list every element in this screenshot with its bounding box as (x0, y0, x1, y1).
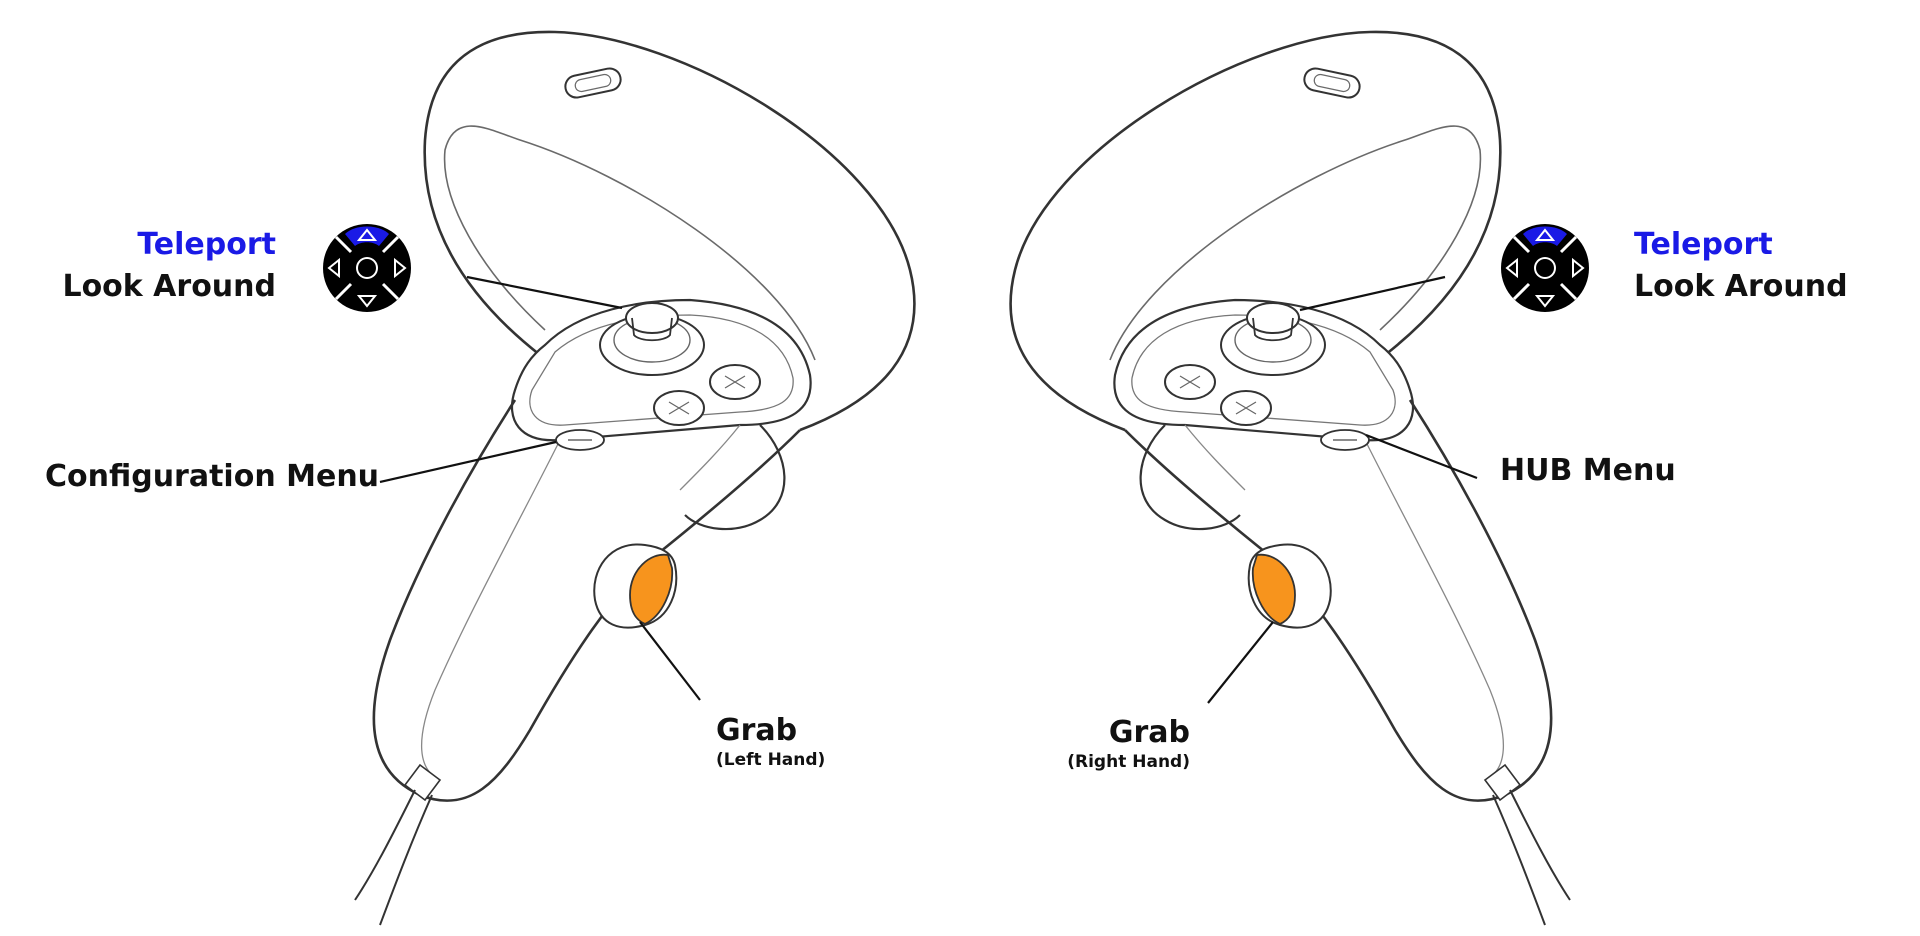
left-look-around-label: Look Around (62, 269, 276, 304)
right-hand-label: (Right Hand) (1067, 752, 1190, 772)
leader-right-stick (1299, 275, 1446, 312)
hub-menu-label: HUB Menu (1500, 453, 1676, 488)
left-grab-label: Grab (716, 713, 798, 748)
right-grab-label: Grab (1108, 715, 1190, 750)
configuration-menu-label: Configuration Menu (45, 459, 380, 494)
left-controller (353, 30, 916, 927)
right-look-around-label: Look Around (1634, 269, 1848, 304)
left-hand-label: (Left Hand) (716, 750, 826, 770)
leader-right-menu (1365, 433, 1478, 480)
right-controller (1009, 30, 1572, 927)
leader-left-grab (639, 621, 701, 701)
left-teleport-label: Teleport (137, 227, 276, 262)
leader-left-stick (466, 275, 623, 310)
right-teleport-label: Teleport (1634, 227, 1773, 262)
leader-left-menu (379, 440, 557, 484)
leader-right-grab (1207, 621, 1274, 704)
dpad-up-highlighted-icon (323, 224, 411, 312)
dpad-up-highlighted-icon (1501, 224, 1589, 312)
